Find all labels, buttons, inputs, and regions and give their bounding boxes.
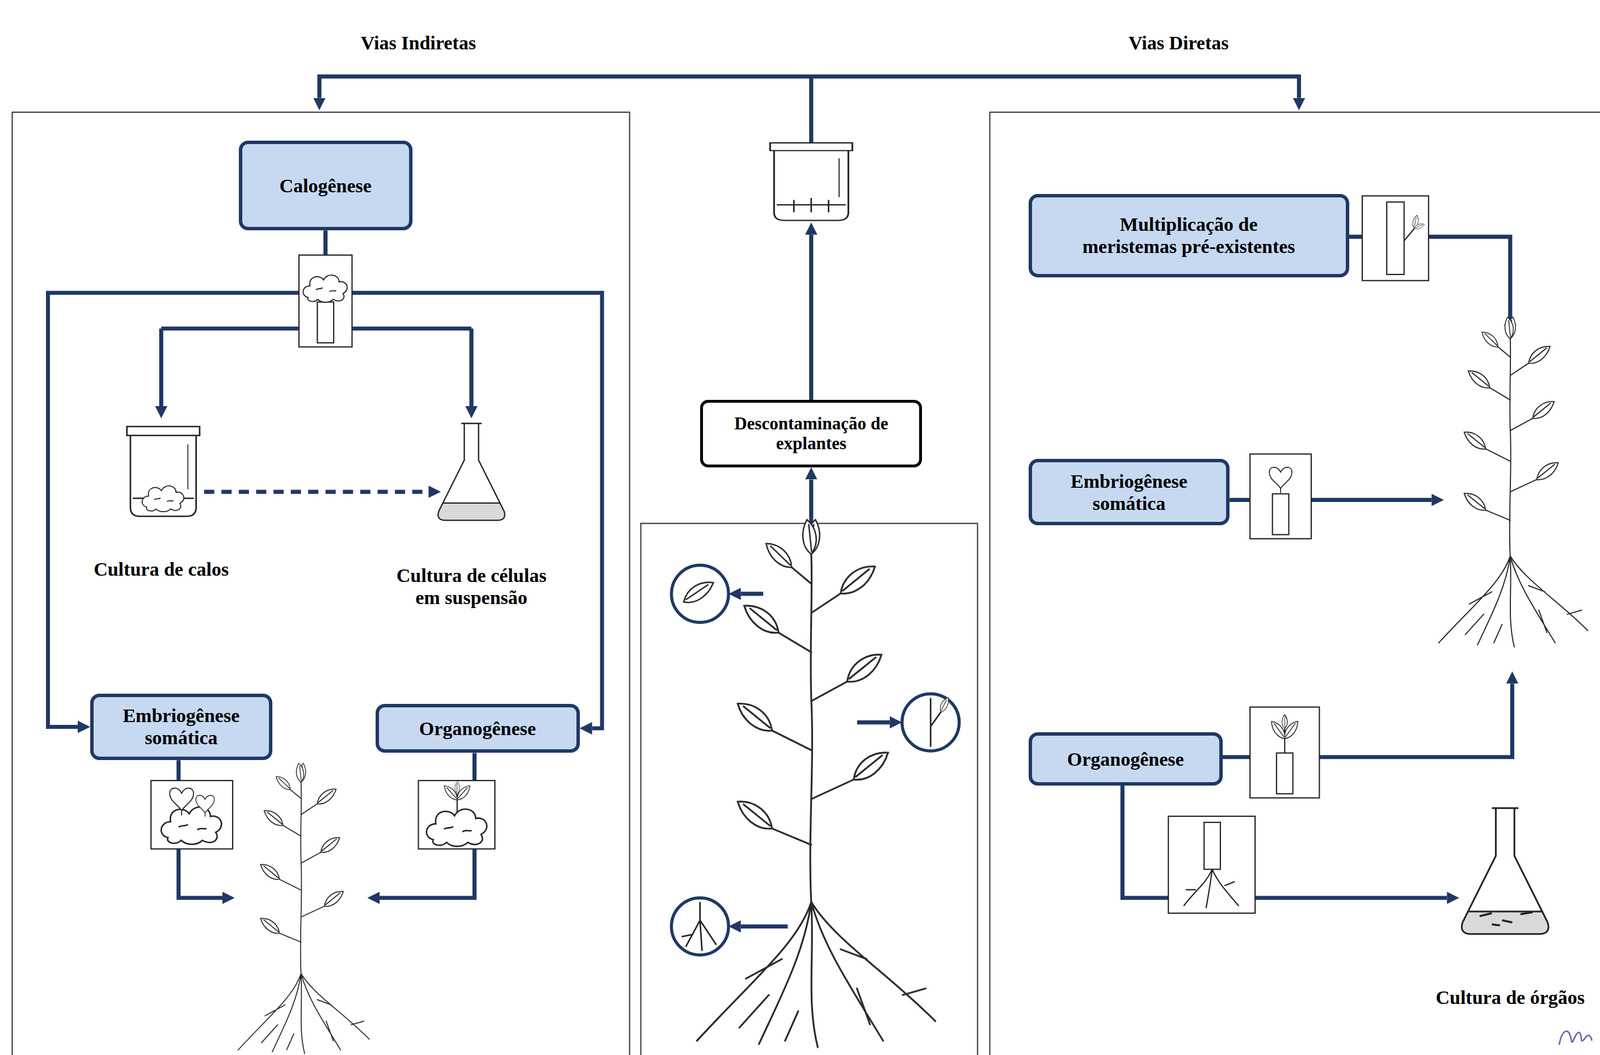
explant-icon: [1269, 467, 1292, 494]
explant-icon: [161, 807, 222, 845]
explant-icon: [299, 255, 353, 348]
explant-icon: [1249, 453, 1312, 539]
box-label: Multiplicação de meristemas pré-existent…: [1076, 213, 1301, 258]
culture-vessel: [438, 423, 505, 521]
explant-icon: [195, 795, 215, 817]
explant-icon: [418, 780, 495, 850]
explant-icon: [453, 781, 462, 795]
explant-icon: [302, 275, 348, 303]
flow-arrow: [809, 479, 814, 524]
culture-vessel: [769, 142, 853, 221]
step-box: Descontaminação de explantes: [700, 400, 922, 468]
flow-arrow: [161, 76, 1513, 927]
explant-icon: [426, 809, 487, 847]
plant-drawing: [1438, 316, 1589, 648]
culture-vessel: [793, 198, 829, 213]
process-box: Embriogênese somática: [90, 693, 273, 761]
label-text: Vias Indiretas: [360, 31, 477, 54]
explant-icon: [1404, 228, 1415, 242]
flow-arrow: [204, 489, 429, 494]
connector-arrow: [325, 230, 602, 729]
explant-icon: [1276, 753, 1294, 795]
process-box: Multiplicação de meristemas pré-existent…: [1028, 194, 1350, 278]
plant-drawing: [238, 316, 1589, 1055]
explant-icon: [1280, 714, 1290, 730]
culture-vessel: [1461, 808, 1549, 935]
explant-icon: [1183, 869, 1239, 909]
process-box: Organogênese: [1028, 732, 1223, 786]
label-text: Cultura de calos: [93, 558, 229, 581]
flow-arrow: [740, 591, 764, 596]
flow-arrow: [857, 720, 891, 725]
connector-group: [48, 230, 603, 729]
explant-circle: [671, 565, 959, 956]
box-label: Descontaminação de explantes: [712, 413, 911, 454]
explant-icon: [1280, 714, 1290, 730]
explant-icon: [1203, 822, 1221, 870]
caption-label: Cultura de células em suspensão: [387, 564, 557, 609]
branch-heading: Vias Diretas: [1128, 31, 1229, 54]
label-text: Vias Diretas: [1128, 31, 1229, 54]
explant-circle: [930, 697, 941, 747]
culture-vessel: [141, 486, 184, 512]
box-label: Organogênese: [1067, 748, 1185, 771]
explant-icon: [169, 788, 194, 816]
explant-icon: [317, 301, 334, 343]
culture-vessel: [1479, 912, 1534, 926]
plant-drawing: [696, 518, 936, 1048]
explant-icon: [1272, 494, 1290, 536]
explant-circle: [671, 898, 729, 956]
branch-heading: Vias Indiretas: [360, 31, 477, 54]
flow-arrow: [740, 924, 789, 929]
explant-icon: [150, 780, 233, 850]
explant-icon: [1386, 201, 1405, 275]
explant-icon: [1362, 195, 1429, 281]
explant-icon: [1168, 816, 1256, 914]
label-text: Cultura de células em suspensão: [387, 564, 557, 609]
caption-label: Cultura de calos: [93, 558, 229, 581]
flow-arrow: [809, 76, 814, 143]
explant-circle: [679, 579, 718, 605]
panel-frame: [990, 112, 1600, 1055]
explant-icon: [1249, 707, 1320, 799]
box-label: Embriogênese somática: [1049, 470, 1209, 515]
panel-frame: [12, 112, 1600, 1055]
caption-label: Cultura de órgãos: [1435, 986, 1585, 1009]
box-label: Embriogênese somática: [102, 704, 260, 749]
explant-circle: [902, 693, 960, 752]
process-box: Organogênese: [375, 704, 580, 753]
signature-mark: [1559, 1031, 1593, 1046]
explant-circle: [936, 696, 953, 714]
explant-circle: [671, 565, 729, 623]
box-label: Calogênese: [279, 174, 372, 197]
signature-mark: [1559, 1031, 1593, 1046]
flow-arrow: [809, 234, 814, 400]
connector-arrow: [48, 230, 326, 727]
panel-frame: [640, 523, 978, 1055]
explant-icon: [150, 195, 1429, 914]
culture-vessel: [127, 426, 200, 517]
explant-circle: [681, 902, 717, 951]
process-box: Embriogênese somática: [1028, 459, 1230, 526]
box-label: Organogênese: [419, 717, 537, 740]
flow-arrow: [159, 328, 164, 407]
flow-arrow: [319, 76, 1300, 99]
explant-icon: [1413, 223, 1426, 230]
plant-drawing: [238, 763, 370, 1055]
label-text: Cultura de órgãos: [1435, 986, 1585, 1009]
flow-arrow: [469, 328, 474, 407]
process-box: Calogênese: [238, 140, 413, 231]
culture-vessel: [127, 142, 1549, 935]
panel-frame: [12, 112, 630, 1055]
